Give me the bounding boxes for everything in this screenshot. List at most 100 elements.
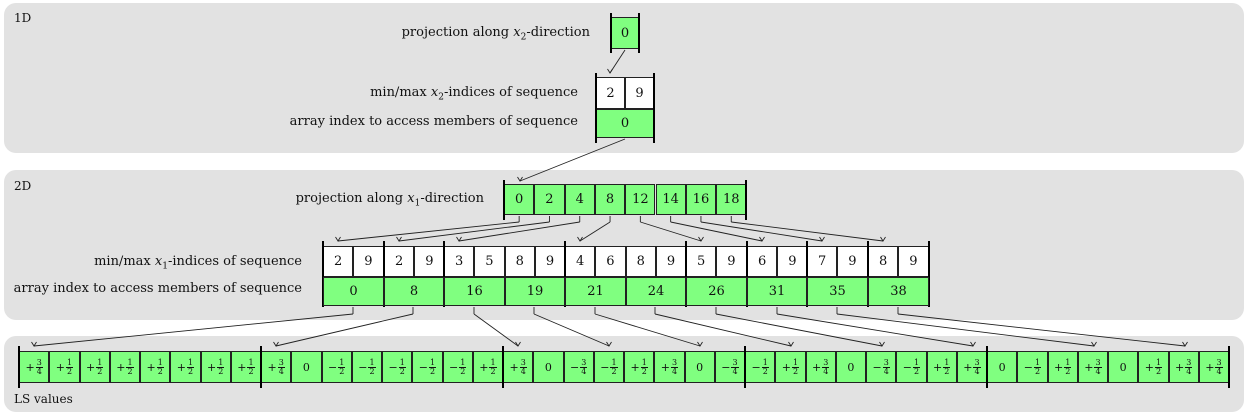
sequence-boundary xyxy=(610,13,612,53)
minmax-x1-cell: 9 xyxy=(837,246,868,277)
sequence-boundary xyxy=(867,241,869,307)
array-index-2d-cell: 0 xyxy=(323,277,384,306)
sequence-boundary xyxy=(322,241,324,307)
array-index-2d-cell: 19 xyxy=(505,277,565,306)
band-1d-label: 1D xyxy=(14,11,32,25)
projection-x1-cell: 18 xyxy=(716,184,747,215)
sequence-boundary xyxy=(18,346,20,388)
label-array-index-2d: array index to access members of sequenc… xyxy=(13,281,302,296)
sequence-boundary xyxy=(986,346,988,388)
minmax-x1-cell: 9 xyxy=(777,246,808,277)
minmax-x1-cell: 6 xyxy=(747,246,778,277)
minmax-x1-cell: 6 xyxy=(595,246,626,277)
array-index-2d-cell: 31 xyxy=(747,277,807,306)
label-projection-x2: projection along x2-direction xyxy=(401,25,590,43)
sequence-boundary xyxy=(744,346,746,388)
label-minmax-x1: min/max x1-indices of sequence xyxy=(94,254,302,272)
sequence-boundary xyxy=(653,73,655,143)
minmax-x1-cell: 8 xyxy=(625,246,656,277)
projection-x1-cell: 14 xyxy=(655,184,686,215)
minmax-x1-cell: 5 xyxy=(686,246,717,277)
projection-x1-cell: 0 xyxy=(504,184,535,215)
minmax-x1-cell: 9 xyxy=(898,246,929,277)
projection-x1-cell: 16 xyxy=(685,184,717,215)
sequence-boundary xyxy=(260,346,262,388)
ls-value-cell: 0 xyxy=(533,351,564,383)
array-index-1d-cell: 0 xyxy=(596,109,654,138)
sequence-boundary xyxy=(383,241,385,307)
minmax-x1-cell: 9 xyxy=(716,246,747,277)
sequence-boundary xyxy=(745,180,748,220)
minmax-x1-cell: 9 xyxy=(655,246,687,277)
sequence-boundary xyxy=(502,346,504,388)
ls-value-cell: 0 xyxy=(684,351,715,383)
sequence-boundary xyxy=(1228,346,1230,388)
array-index-2d-cell: 38 xyxy=(868,277,929,306)
array-index-2d-cell: 21 xyxy=(565,277,626,306)
projection-x1-cell: 8 xyxy=(594,184,626,215)
sequence-boundary xyxy=(443,241,445,307)
minmax-x1-cell: 9 xyxy=(353,246,384,277)
minmax-x1-cell: 2 xyxy=(384,246,415,277)
minmax-x1-cell: 8 xyxy=(504,246,535,277)
minmax-x1-cell: 9 xyxy=(534,246,566,277)
projection-x1-cell: 2 xyxy=(534,184,565,215)
sequence-boundary xyxy=(638,13,640,53)
projection-x1-cell: 4 xyxy=(564,184,595,215)
minmax-x1-cell: 8 xyxy=(868,246,899,277)
band-2d-label: 2D xyxy=(14,179,32,193)
minmax-x1-cell: 4 xyxy=(565,246,596,277)
minmax-x1-cell: 3 xyxy=(444,246,475,277)
ls-value-cell: 0 xyxy=(835,351,866,383)
minmax-x2-cell: 2 xyxy=(596,77,625,109)
projection-x2-cell: 0 xyxy=(611,17,639,49)
band-ls-label: LS values xyxy=(14,392,73,406)
label-projection-x1: projection along x1-direction xyxy=(295,191,484,209)
array-index-2d-cell: 8 xyxy=(384,277,444,306)
array-index-2d-cell: 26 xyxy=(686,277,747,306)
label-array-index-1d: array index to access members of sequenc… xyxy=(289,114,578,129)
minmax-x1-cell: 9 xyxy=(414,246,445,277)
sequence-boundary xyxy=(806,241,808,307)
sequence-boundary xyxy=(928,241,930,307)
sequence-boundary xyxy=(595,73,597,143)
ls-value-cell: 0 xyxy=(987,351,1018,383)
array-index-2d-cell: 24 xyxy=(626,277,686,306)
minmax-x1-cell: 5 xyxy=(474,246,505,277)
sequence-boundary xyxy=(685,241,687,307)
label-minmax-x2: min/max x2-indices of sequence xyxy=(370,85,578,103)
ls-value-cell: 0 xyxy=(291,351,322,383)
